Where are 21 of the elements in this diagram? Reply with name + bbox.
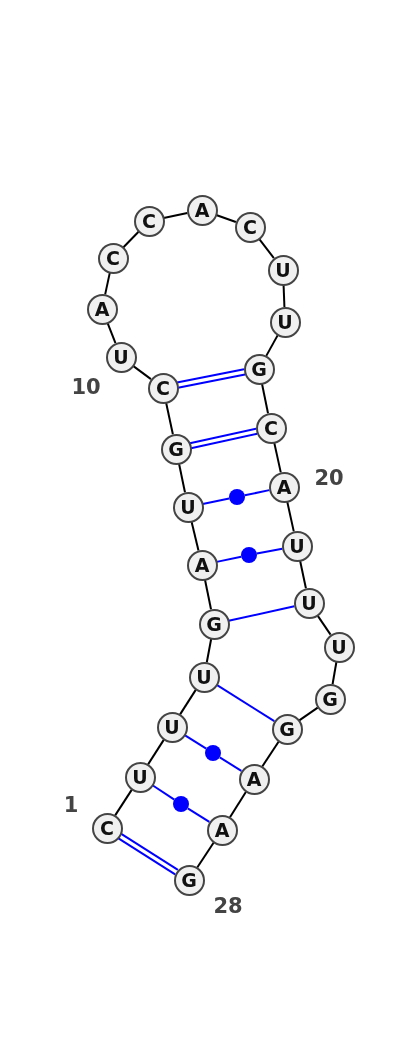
backbone-line: [132, 364, 152, 381]
backbone-line: [122, 230, 140, 249]
base-pair-line: [186, 807, 211, 823]
backbone-line: [282, 284, 286, 308]
position-number: 10: [71, 376, 101, 398]
position-number: 28: [213, 895, 243, 917]
backbone-line: [205, 637, 213, 664]
backbone-line: [299, 559, 307, 590]
position-number: 20: [314, 467, 344, 489]
backbone-line: [331, 660, 338, 686]
backbone-line: [190, 520, 200, 552]
backbone-line: [273, 441, 282, 474]
backbone-line: [286, 500, 295, 533]
backbone-line: [204, 578, 212, 611]
backbone-line: [104, 271, 111, 296]
position-number: 1: [63, 794, 79, 816]
backbone-line: [298, 706, 319, 722]
backbone-line: [261, 382, 269, 415]
base-pair-line: [218, 756, 243, 772]
backbone-line: [165, 401, 174, 436]
backbone-line: [178, 462, 186, 494]
